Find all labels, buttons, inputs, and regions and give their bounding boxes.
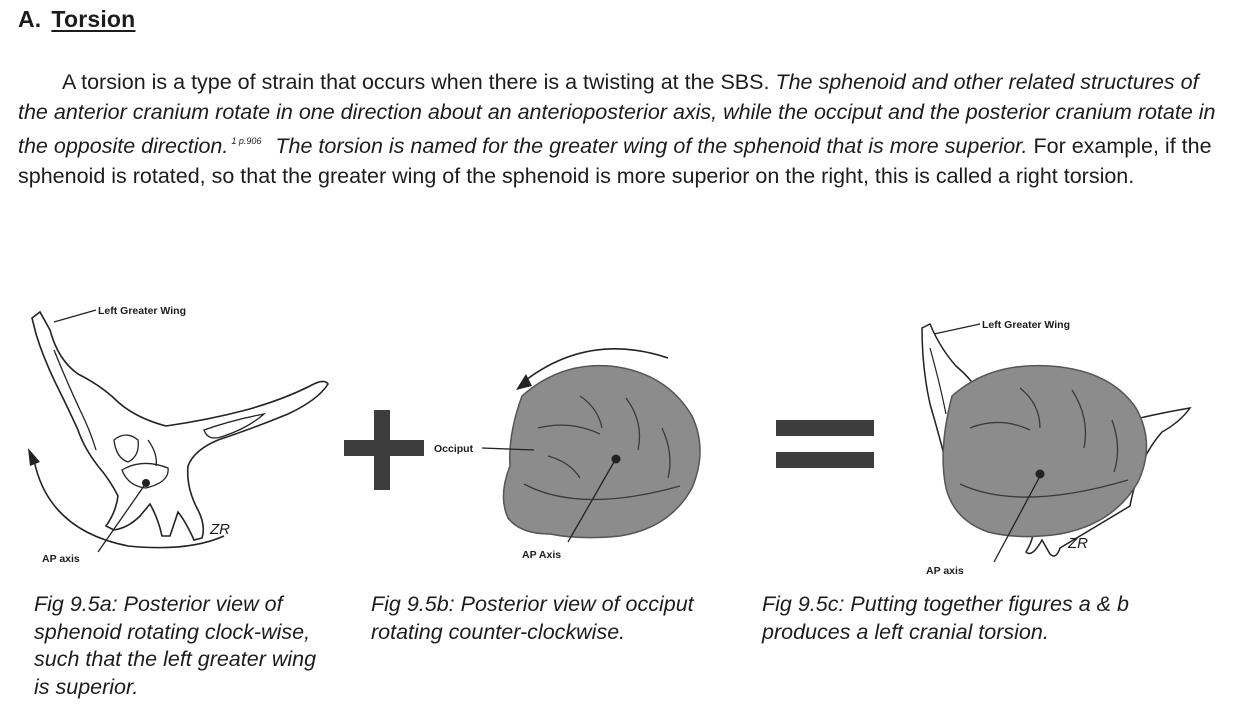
sphenoid-contour [203, 412, 267, 439]
wing-label-leader [53, 309, 97, 323]
ap-axis-leader [993, 477, 1040, 563]
occiput-shape [502, 364, 701, 539]
ap-axis-leader [97, 485, 145, 553]
ap-axis-label: AP axis [926, 565, 964, 577]
occiput-texture [1111, 419, 1119, 473]
ap-axis-label: AP axis [42, 553, 80, 565]
wing-label: Left Greater Wing [98, 305, 186, 317]
occiput-texture [625, 397, 641, 451]
figure-occiput: AP Axis Occiput [434, 348, 701, 561]
occiput-texture [661, 427, 671, 479]
sphenoid-contour [113, 434, 139, 463]
occiput-shape [942, 364, 1148, 538]
occiput-texture [969, 421, 1031, 431]
occiput-texture [1019, 387, 1041, 429]
rotation-arrow [33, 459, 225, 549]
arrow-head-icon [28, 448, 40, 466]
occiput-label-leader [481, 447, 535, 451]
plus-sign-vertical [374, 410, 390, 490]
occiput-label: Occiput [434, 443, 474, 455]
wing-label: Left Greater Wing [982, 319, 1070, 331]
sphenoid-outline [31, 310, 329, 541]
body-paragraph: A torsion is a type of strain that occur… [18, 68, 1218, 191]
section-letter: A. [18, 6, 42, 32]
occiput-texture [537, 424, 601, 435]
occiput-texture [1071, 389, 1087, 449]
paragraph-lead: A torsion is a type of strain that occur… [62, 70, 770, 94]
ap-axis-leader [567, 461, 615, 543]
ap-axis-label: AP Axis [522, 549, 561, 561]
sphenoid-contour [53, 349, 97, 451]
sphenoid-contour [121, 462, 169, 489]
artist-signature: ZR [209, 521, 230, 538]
sphenoid-contour [929, 347, 947, 415]
equals-sign-top [776, 420, 874, 436]
occiput-texture [523, 483, 681, 501]
rotation-arrow [525, 348, 669, 381]
paragraph-example: For example, if the sphenoid is rotated,… [18, 134, 1212, 188]
occiput-texture [547, 455, 581, 479]
artist-signature: ZR [1067, 535, 1088, 552]
wing-label-leader [933, 323, 981, 335]
figure-combined-torsion: AP axis Left Greater Wing ZR [921, 319, 1192, 577]
ap-axis-dot [611, 454, 621, 464]
section-heading: A. Torsion [18, 6, 135, 33]
paragraph-italic-definition: The sphenoid and other related structure… [18, 70, 1216, 158]
citation-reference: 1 p.906 [231, 136, 262, 146]
arrow-head-icon [516, 374, 532, 390]
occiput-texture [959, 479, 1129, 498]
sphenoid-contour [147, 439, 157, 467]
caption-fig-9-5c: Fig 9.5c: Putting together figures a & b… [762, 592, 1129, 644]
caption-fig-9-5b: Fig 9.5b: Posterior view of occiput rota… [371, 592, 694, 644]
occiput-texture [579, 395, 603, 429]
caption-fig-9-5a: Fig 9.5a: Posterior view of sphenoid rot… [34, 592, 317, 699]
section-title: Torsion [51, 6, 136, 32]
equals-sign-bottom [776, 452, 874, 468]
paragraph-italic-naming: The torsion is named for the greater win… [275, 134, 1028, 158]
figure-sphenoid: AP axis Left Greater Wing ZR [28, 305, 329, 565]
ap-axis-dot [142, 479, 150, 487]
ap-axis-dot [1035, 469, 1045, 479]
